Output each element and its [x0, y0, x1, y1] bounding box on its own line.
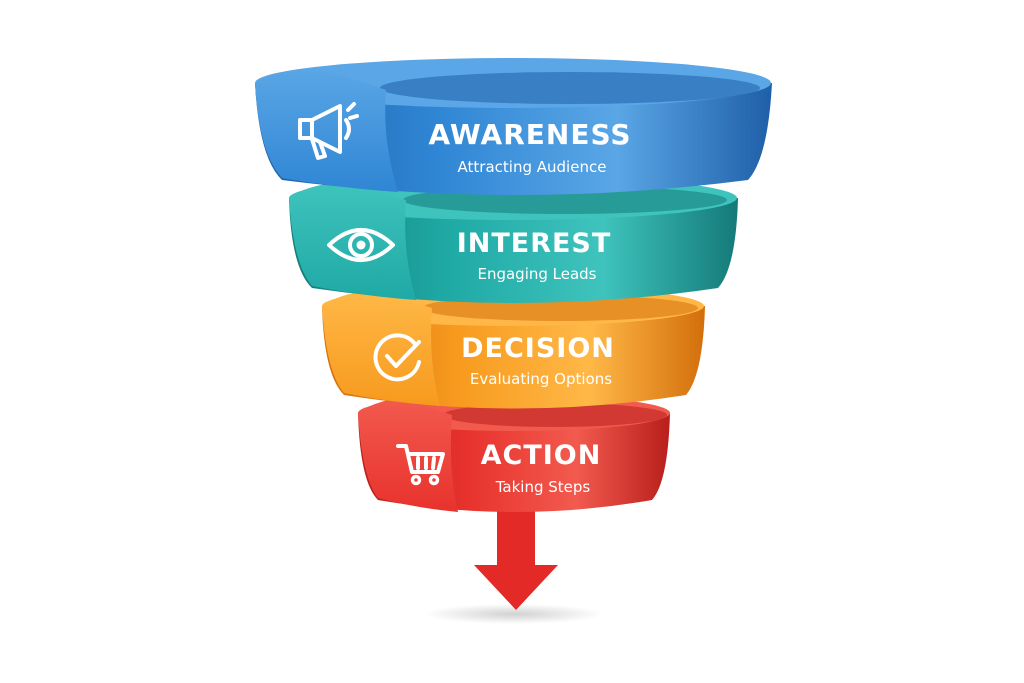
stage-subtitle: Engaging Leads — [477, 265, 596, 283]
stage-subtitle: Attracting Audience — [458, 158, 607, 176]
funnel-stage-awareness: AWARENESS Attracting Audience — [255, 58, 772, 195]
floor-shadow — [424, 604, 604, 624]
shopping-cart-icon — [396, 444, 445, 486]
down-arrow-icon — [474, 500, 558, 610]
funnel-stage-decision: DECISION Evaluating Options — [322, 286, 705, 409]
stage-title: DECISION — [461, 333, 615, 364]
megaphone-icon — [298, 102, 359, 160]
stage-title: ACTION — [481, 440, 602, 471]
stage-subtitle: Evaluating Options — [470, 370, 612, 388]
funnel-stage-action: ACTION Taking Steps — [358, 395, 670, 512]
check-circle-icon — [373, 333, 421, 382]
stage-title: INTEREST — [457, 228, 612, 259]
stage-title: AWARENESS — [428, 118, 631, 151]
funnel-stage-interest: INTEREST Engaging Leads — [289, 176, 738, 303]
eye-icon — [327, 228, 395, 262]
stage-subtitle: Taking Steps — [495, 478, 591, 496]
